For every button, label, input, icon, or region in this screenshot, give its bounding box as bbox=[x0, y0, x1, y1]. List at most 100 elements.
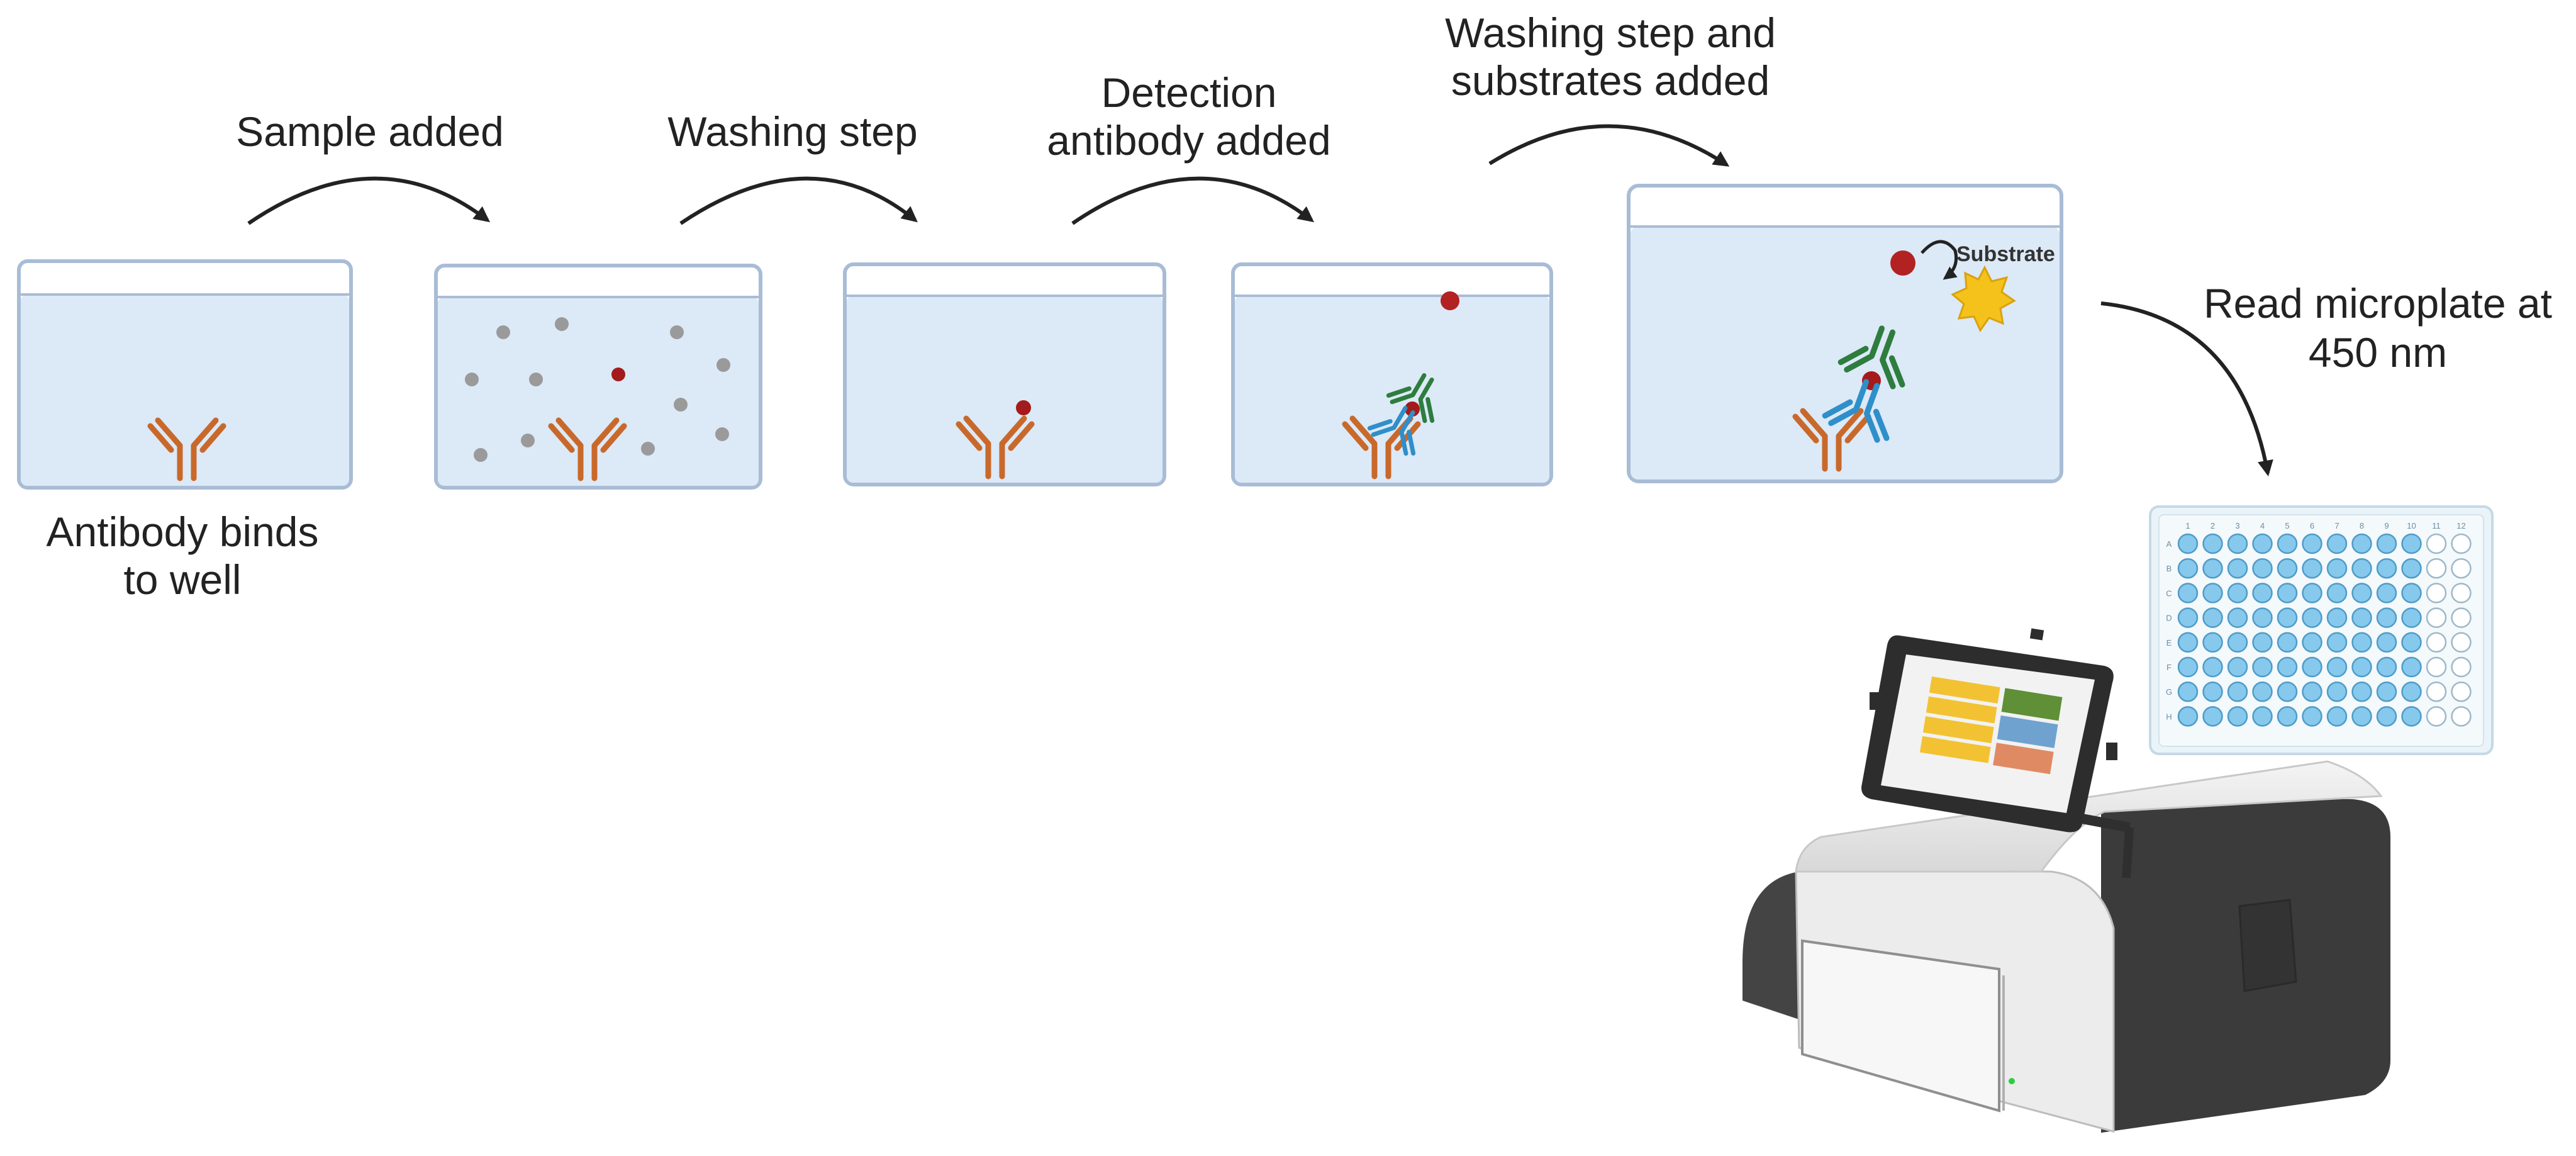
plate-well bbox=[2351, 632, 2372, 653]
plate-well bbox=[2401, 681, 2422, 702]
plate-column-label: 1 bbox=[2185, 521, 2190, 530]
plate-well bbox=[2376, 607, 2397, 628]
plate-well bbox=[2426, 681, 2447, 702]
plate-well bbox=[2177, 558, 2199, 579]
plate-well bbox=[2401, 632, 2422, 653]
plate-well bbox=[2451, 656, 2472, 678]
reader-caption-line1: Read microplate at bbox=[2204, 280, 2552, 327]
plate-well bbox=[2202, 583, 2223, 603]
plate-row-label: E bbox=[2166, 638, 2172, 648]
plate-well bbox=[2227, 706, 2248, 727]
plate-well bbox=[2277, 558, 2298, 579]
plate-well bbox=[2351, 607, 2372, 628]
plate-well bbox=[2202, 558, 2223, 579]
step-arrow-4 bbox=[1488, 124, 1730, 167]
plate-column-label: 9 bbox=[2384, 521, 2389, 530]
plate-well bbox=[2401, 533, 2422, 554]
plate-well bbox=[2376, 533, 2397, 554]
plate-column-label: 10 bbox=[2407, 521, 2416, 530]
plate-well bbox=[2302, 706, 2322, 727]
plate-well bbox=[2227, 632, 2248, 653]
tablet-screen bbox=[1861, 628, 2117, 833]
plate-well bbox=[2351, 583, 2372, 603]
reaction-arrow bbox=[1921, 240, 1958, 280]
plate-well bbox=[2227, 558, 2248, 579]
reader-caption-line2: 450 nm bbox=[2309, 329, 2447, 376]
substrate-star bbox=[1951, 265, 2016, 333]
plate-well bbox=[2426, 583, 2447, 603]
plate-well bbox=[2451, 632, 2472, 653]
enzyme-conjugate bbox=[1890, 250, 1915, 276]
plate-well bbox=[2326, 558, 2348, 579]
plate-well bbox=[2451, 533, 2472, 554]
step-label-substrate-line1: Washing step and bbox=[1445, 9, 1776, 56]
plate-well bbox=[2401, 558, 2422, 579]
plate-well bbox=[2376, 583, 2397, 603]
plate-column-label: 11 bbox=[2432, 521, 2441, 530]
plate-well bbox=[2426, 607, 2447, 628]
plate-well bbox=[2202, 656, 2223, 678]
plate-column-label: 3 bbox=[2235, 521, 2239, 530]
plate-well bbox=[2302, 558, 2322, 579]
plate-well bbox=[2202, 681, 2223, 702]
plate-well bbox=[2177, 656, 2199, 678]
step-label-detection-line1: Detection bbox=[1101, 69, 1277, 116]
plate-well bbox=[2351, 681, 2372, 702]
plate-well bbox=[2401, 656, 2422, 678]
plate-well bbox=[2202, 706, 2223, 727]
plate-well bbox=[2302, 583, 2322, 603]
plate-well bbox=[2202, 607, 2223, 628]
plate-well bbox=[2252, 706, 2273, 727]
plate-well bbox=[2177, 607, 2199, 628]
step-label-detection-line2: antibody added bbox=[1047, 117, 1330, 164]
plate-well bbox=[2277, 706, 2298, 727]
plate-well bbox=[2277, 607, 2298, 628]
plate-column-label: 12 bbox=[2456, 521, 2465, 530]
plate-well bbox=[2302, 607, 2322, 628]
step-arrow-5 bbox=[2100, 301, 2273, 476]
microplate-reader bbox=[1742, 628, 2390, 1133]
plate-well bbox=[2376, 706, 2397, 727]
plate-well bbox=[2376, 632, 2397, 653]
plate-well bbox=[2227, 533, 2248, 554]
plate-column-label: 8 bbox=[2360, 521, 2364, 530]
plate-column-label: 5 bbox=[2285, 521, 2289, 530]
plate-well bbox=[2376, 656, 2397, 678]
plate-well bbox=[2426, 558, 2447, 579]
plate-well bbox=[2451, 583, 2472, 603]
plate-well bbox=[2177, 706, 2199, 727]
plate-column-label: 4 bbox=[2260, 521, 2265, 530]
step-arrow-1 bbox=[247, 176, 490, 225]
plate-column-label: 7 bbox=[2334, 521, 2339, 530]
plate-row-label: A bbox=[2166, 539, 2172, 549]
plate-well bbox=[2177, 681, 2199, 702]
plate-well bbox=[2451, 607, 2472, 628]
plate-well bbox=[2177, 583, 2199, 603]
plate-row-label: G bbox=[2166, 687, 2172, 697]
plate-column-label: 6 bbox=[2310, 521, 2314, 530]
target-antigen bbox=[1405, 401, 1420, 417]
plate-well bbox=[2277, 583, 2298, 603]
enzyme-conjugate bbox=[1441, 291, 1459, 310]
plate-well bbox=[2302, 656, 2322, 678]
plate-well bbox=[2376, 558, 2397, 579]
step-arrow-2 bbox=[679, 176, 918, 225]
plate-well bbox=[2277, 681, 2298, 702]
plate-well bbox=[2351, 533, 2372, 554]
plate-well bbox=[2227, 681, 2248, 702]
step-label-sample-added: Sample added bbox=[236, 108, 504, 155]
plate-well bbox=[2302, 533, 2322, 554]
plate-well bbox=[2326, 632, 2348, 653]
plate-row-label: F bbox=[2166, 663, 2172, 672]
plate-well bbox=[2351, 656, 2372, 678]
well1-caption-line1: Antibody binds bbox=[47, 508, 319, 555]
target-antigen bbox=[611, 368, 625, 381]
plate-well bbox=[2426, 533, 2447, 554]
well-3 bbox=[843, 262, 1166, 486]
plate-well bbox=[2376, 681, 2397, 702]
plate-row-label: D bbox=[2166, 614, 2172, 623]
plate-well bbox=[2252, 607, 2273, 628]
plate-well bbox=[2326, 533, 2348, 554]
plate-well bbox=[2277, 656, 2298, 678]
